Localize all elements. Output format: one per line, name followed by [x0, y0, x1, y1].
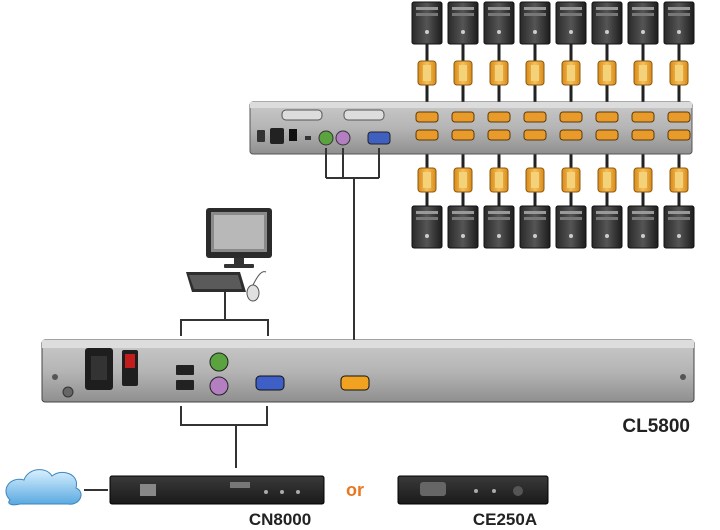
kvm-port-icon	[451, 111, 475, 123]
kvm-port-icon	[523, 111, 547, 123]
kvm-port-icon	[595, 111, 619, 123]
kvm-port-icon	[595, 129, 619, 141]
computer-tower-icon	[447, 205, 479, 249]
vga-cable-icon	[525, 154, 545, 206]
cn8000-device	[109, 475, 325, 505]
vga-cable-icon	[417, 44, 437, 102]
cl5800-label: CL5800	[622, 416, 690, 437]
cn8000-label: CN8000	[249, 510, 311, 529]
kvm-port-icon	[415, 129, 439, 141]
kvm-port-icon	[523, 129, 547, 141]
vga-cable-icon	[669, 154, 689, 206]
computer-tower-icon	[519, 1, 551, 45]
computer-tower-icon	[627, 205, 659, 249]
computer-tower-icon	[591, 205, 623, 249]
cl5800-unit	[41, 339, 695, 403]
connector-lines	[84, 148, 380, 491]
kvm-port-icon	[631, 129, 655, 141]
computer-tower-icon	[447, 1, 479, 45]
computer-tower-icon	[627, 1, 659, 45]
mouse-icon	[246, 271, 267, 302]
top-computer-row	[411, 1, 695, 102]
computer-tower-icon	[519, 205, 551, 249]
ce250a-label: CE250A	[473, 510, 537, 529]
vga-cable-icon	[633, 154, 653, 206]
vga-kvm-port-icon	[340, 375, 370, 391]
vga-cable-icon	[669, 44, 689, 102]
vga-cable-icon	[633, 44, 653, 102]
vga-cable-icon	[561, 154, 581, 206]
computer-tower-icon	[483, 1, 515, 45]
kvm-port-icon	[487, 129, 511, 141]
ce250a-device	[397, 475, 549, 505]
kvm-port-icon	[631, 111, 655, 123]
kvm-port-icon	[451, 129, 475, 141]
vga-cable-icon	[489, 154, 509, 206]
computer-tower-icon	[591, 1, 623, 45]
vga-cable-icon	[525, 44, 545, 102]
kvm-port-icon	[559, 129, 583, 141]
computer-tower-icon	[663, 205, 695, 249]
computer-tower-icon	[411, 205, 443, 249]
network-cloud-icon	[5, 469, 82, 506]
kvm-port-icon	[667, 111, 691, 123]
bottom-computer-row	[411, 154, 695, 249]
ps2-mouse-port-icon	[209, 376, 229, 396]
kvm-computer-ports	[415, 111, 691, 141]
or-label: or	[346, 480, 364, 500]
vga-cable-icon	[417, 154, 437, 206]
ps2-keyboard-port-icon	[209, 352, 229, 372]
kvm-port-icon	[559, 111, 583, 123]
vga-cable-icon	[453, 44, 473, 102]
keyboard-icon	[186, 272, 246, 292]
vga-cable-icon	[489, 44, 509, 102]
kvm-switch-unit	[249, 101, 693, 155]
kvm-port-icon	[415, 111, 439, 123]
vga-cable-icon	[597, 44, 617, 102]
vga-cable-icon	[597, 154, 617, 206]
vga-console-port-icon	[255, 375, 285, 391]
kvm-port-icon	[487, 111, 511, 123]
computer-tower-icon	[483, 205, 515, 249]
kvm-port-icon	[667, 129, 691, 141]
vga-cable-icon	[561, 44, 581, 102]
computer-tower-icon	[555, 205, 587, 249]
monitor-icon	[206, 208, 272, 268]
vga-cable-icon	[453, 154, 473, 206]
computer-tower-icon	[555, 1, 587, 45]
computer-tower-icon	[663, 1, 695, 45]
computer-tower-icon	[411, 1, 443, 45]
